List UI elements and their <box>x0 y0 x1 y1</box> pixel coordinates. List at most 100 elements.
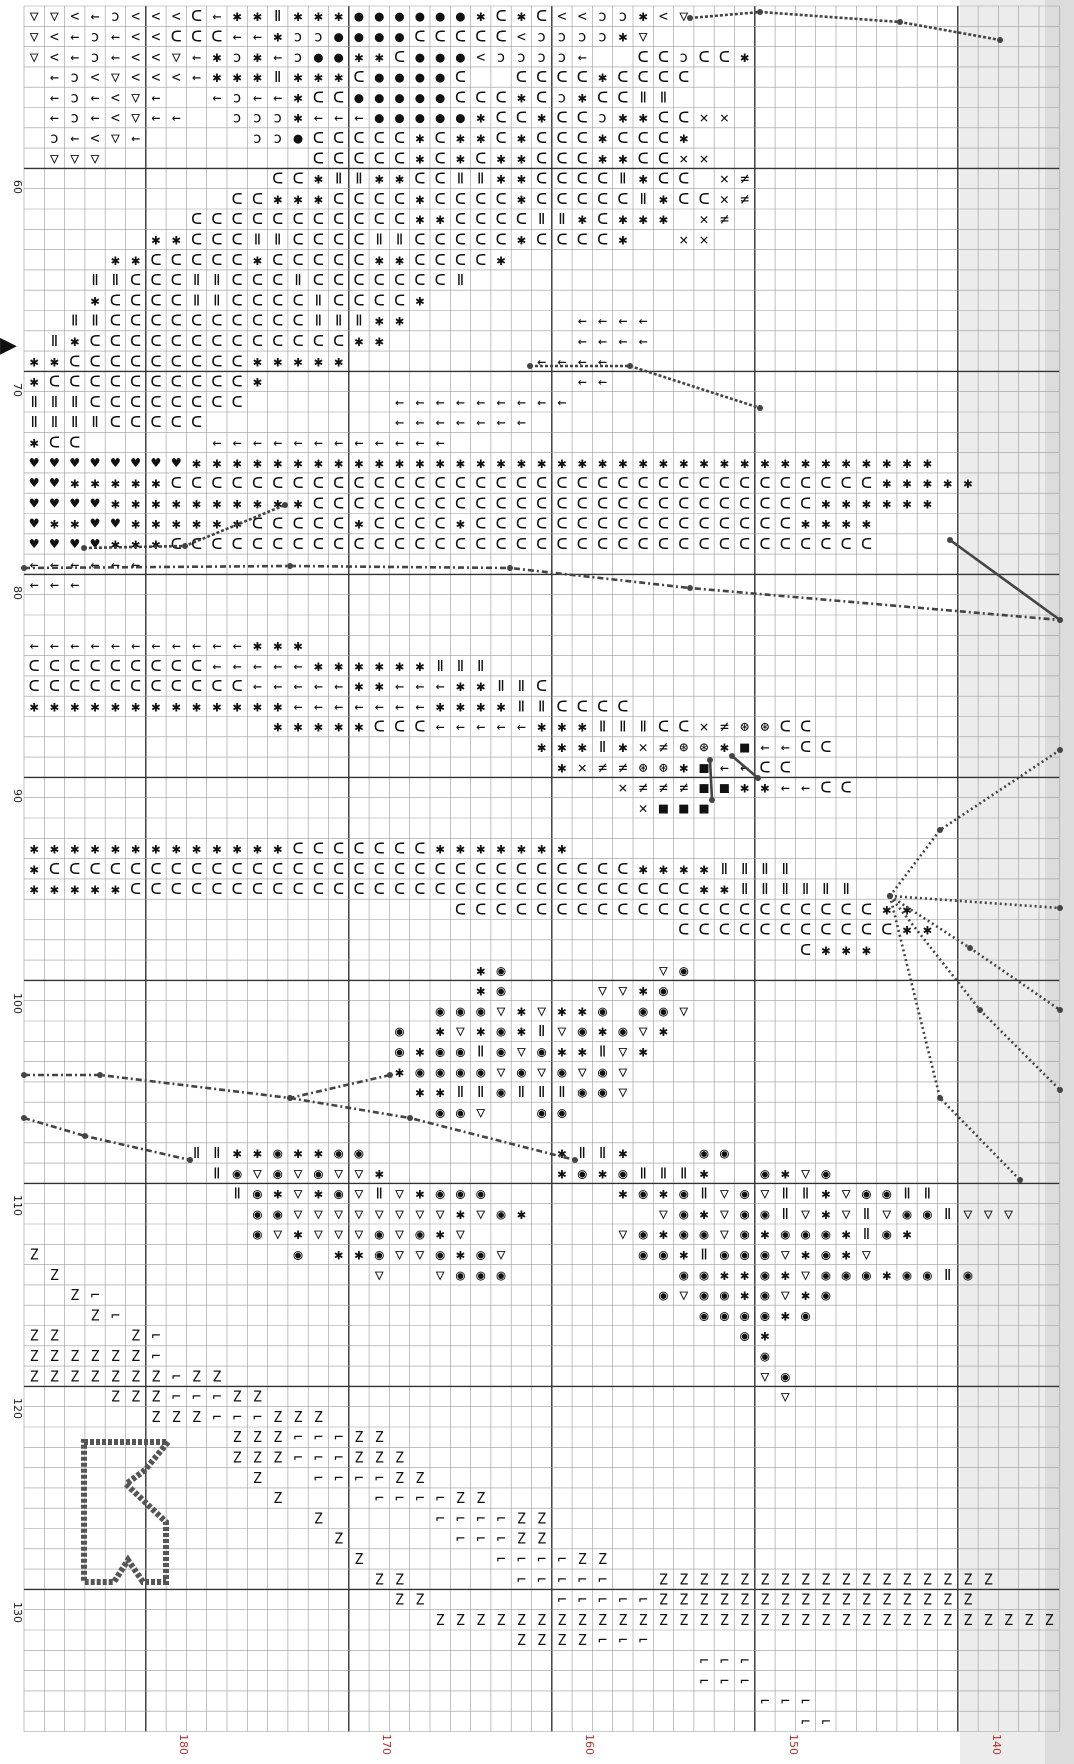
stitch-symbol: < <box>172 68 181 86</box>
stitch-symbol: ᑕ <box>780 921 791 939</box>
stitch-symbol: ♥ <box>70 454 79 472</box>
stitch-symbol: ✱ <box>781 454 790 472</box>
stitch-symbol: ᑕ <box>191 535 202 553</box>
stitch-symbol: ✱ <box>821 1205 830 1223</box>
stitch-symbol: ▽ <box>375 1205 384 1223</box>
stitch-symbol: ✱ <box>192 494 201 512</box>
stitch-symbol: ✱ <box>618 149 627 167</box>
stitch-symbol: ✱ <box>273 636 282 654</box>
stitch-symbol: ◉ <box>720 1144 729 1162</box>
stitch-symbol: ✕ <box>720 190 729 208</box>
stitch-symbol: ✱ <box>375 657 384 675</box>
stitch-symbol: ᑕ <box>110 393 121 411</box>
stitch-symbol: ᑕ <box>191 413 202 431</box>
stitch-symbol: Ⅱ <box>782 1205 789 1223</box>
stitch-symbol: ✱ <box>354 718 363 736</box>
stitch-symbol: ◉ <box>659 1286 668 1304</box>
stitch-symbol: ◉ <box>476 1063 485 1081</box>
stitch-symbol: ● <box>456 109 465 127</box>
stitch-symbol: ᑕ <box>333 230 344 248</box>
stitch-symbol: ᑕ <box>658 129 669 147</box>
stitch-symbol: ᑕ <box>333 839 344 857</box>
stitch-symbol: ᑕ <box>171 332 182 350</box>
stitch-symbol: ✱ <box>233 68 242 86</box>
stitch-symbol: ◉ <box>760 1347 769 1365</box>
stitch-symbol: Ⅱ <box>619 718 626 736</box>
stitch-symbol: ᑕ <box>150 251 161 269</box>
stitch-symbol: ✱ <box>456 129 465 147</box>
stitch-symbol: Z <box>70 1367 79 1385</box>
stitch-symbol: ᑕ <box>414 718 425 736</box>
stitch-symbol: ← <box>212 7 221 25</box>
stitch-symbol: ɔ <box>91 27 100 45</box>
stitch-symbol: ⌐ <box>578 1591 587 1609</box>
stitch-symbol: ✱ <box>253 454 262 472</box>
stitch-symbol: ✱ <box>679 1245 688 1263</box>
stitch-symbol: ᑕ <box>272 332 283 350</box>
stitch-symbol: ◉ <box>781 1367 790 1385</box>
stitch-symbol: ← <box>578 373 587 391</box>
stitch-symbol: ▽ <box>131 109 140 127</box>
stitch-symbol: ᑕ <box>353 210 364 228</box>
stitch-symbol: ♥ <box>111 454 120 472</box>
stitch-symbol: ✱ <box>273 27 282 45</box>
stitch-symbol: Z <box>50 1367 59 1385</box>
stitch-symbol: Ⅱ <box>802 1185 809 1203</box>
stitch-symbol: ᑕ <box>577 515 588 533</box>
stitch-symbol: ✱ <box>456 1245 465 1263</box>
stitch-symbol: Ⅱ <box>71 393 78 411</box>
stitch-symbol: ✱ <box>557 738 566 756</box>
stitch-symbol: ᑕ <box>272 312 283 330</box>
stitch-symbol: ✱ <box>923 494 932 512</box>
stitch-symbol: ✱ <box>334 718 343 736</box>
stitch-symbol: ● <box>375 88 384 106</box>
stitch-symbol: Z <box>801 1611 810 1629</box>
stitch-symbol: ▽ <box>314 1205 323 1223</box>
backstitch-node <box>687 15 693 21</box>
stitch-symbol: Z <box>700 1570 709 1588</box>
stitch-symbol: ᑕ <box>293 860 304 878</box>
stitch-symbol: ✱ <box>760 454 769 472</box>
stitch-symbol: ⌐ <box>700 1651 709 1669</box>
stitch-symbol: Z <box>659 1591 668 1609</box>
stitch-symbol: ✱ <box>781 1164 790 1182</box>
stitch-symbol: ɔ <box>91 48 100 66</box>
stitch-symbol: ᑕ <box>293 332 304 350</box>
stitch-symbol: ■ <box>720 779 729 797</box>
stitch-symbol: Z <box>842 1611 851 1629</box>
stitch-symbol: ≠ <box>659 738 668 756</box>
stitch-symbol: ▽ <box>476 1103 485 1121</box>
stitch-symbol: ᑕ <box>475 88 486 106</box>
stitch-symbol: ᑕ <box>353 251 364 269</box>
stitch-symbol: ᑕ <box>556 515 567 533</box>
stitch-symbol: ● <box>395 68 404 86</box>
stitch-symbol: ✱ <box>192 515 201 533</box>
stitch-symbol: ✱ <box>659 210 668 228</box>
stitch-symbol: ⌐ <box>598 1570 607 1588</box>
stitch-symbol: ᑕ <box>211 535 222 553</box>
stitch-symbol: ← <box>456 393 465 411</box>
stitch-symbol: ᑕ <box>597 880 608 898</box>
stitch-symbol: ← <box>91 555 100 573</box>
stitch-symbol: ᑕ <box>313 251 324 269</box>
stitch-symbol: ♥ <box>30 494 39 512</box>
stitch-symbol: ◉ <box>882 1225 891 1243</box>
stitch-symbol: ᑕ <box>455 230 466 248</box>
stitch-symbol: ᑕ <box>820 900 831 918</box>
stitch-symbol: ✱ <box>70 474 79 492</box>
stitch-symbol: ▽ <box>557 1022 566 1040</box>
stitch-symbol: Z <box>923 1611 932 1629</box>
stitch-symbol: ← <box>395 697 404 715</box>
stitch-symbol: ← <box>50 109 59 127</box>
stitch-symbol: Z <box>903 1591 912 1609</box>
stitch-symbol: ᑕ <box>516 535 527 553</box>
stitch-symbol: ᑕ <box>658 535 669 553</box>
stitch-symbol: Z <box>517 1530 526 1548</box>
stitch-symbol: ᑕ <box>780 494 791 512</box>
stitch-symbol: ◉ <box>821 1266 830 1284</box>
stitch-symbol: ᑕ <box>171 373 182 391</box>
stitch-symbol: ← <box>314 697 323 715</box>
stitch-symbol: ✱ <box>700 880 709 898</box>
stitch-symbol: Ⅱ <box>91 413 98 431</box>
stitch-symbol: ✱ <box>923 474 932 492</box>
